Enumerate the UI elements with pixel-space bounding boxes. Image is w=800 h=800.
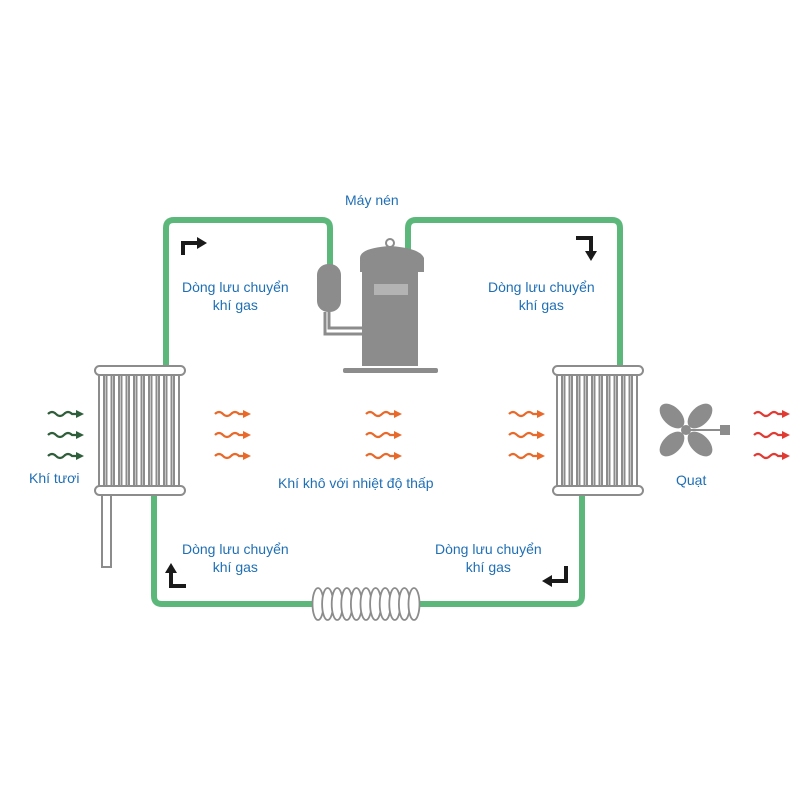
dry-air-label: Khí khô với nhiệt độ thấp [278, 475, 434, 491]
flow-arrow-top-left-icon [181, 237, 207, 255]
coil-tube [158, 374, 165, 487]
flow-arrow-bottom-right-icon [542, 566, 568, 587]
flow-label-line1: Dòng lưu chuyển [182, 541, 289, 557]
fresh-air-arrow-icon [47, 452, 84, 460]
flow-label-line2: khí gas [518, 297, 564, 313]
dry-air-arrow-icon [365, 431, 402, 439]
flow-label-bottom-right: Dòng lưu chuyển khí gas [435, 540, 542, 576]
fan-label: Quạt [676, 472, 707, 488]
coil-tube [623, 374, 631, 487]
coil-tube [556, 374, 563, 487]
flow-label-line1: Dòng lưu chuyển [182, 279, 289, 295]
coil-tube [120, 374, 128, 487]
coil-tube [105, 374, 113, 487]
coil-tube [601, 374, 608, 487]
coil-tube [571, 374, 578, 487]
coil-tube [593, 374, 601, 487]
fresh-air-arrow-icon [47, 410, 84, 418]
dry-air-arrow-icon [365, 410, 402, 418]
condenser-coil-icon [552, 365, 644, 496]
evaporator-coil-icon [94, 365, 186, 568]
coil-tube [135, 374, 143, 487]
flow-label-line2: khí gas [212, 297, 258, 313]
coil-tube [578, 374, 586, 487]
dry-air-arrow-icon [365, 452, 402, 460]
pipe-top-right [405, 217, 623, 368]
flow-label-bottom-left: Dòng lưu chuyển khí gas [182, 540, 289, 576]
coil-tube [113, 374, 120, 487]
flow-arrow-bottom-left-icon [165, 563, 186, 588]
dry-air-arrow-icon [214, 452, 251, 460]
flow-label-top-right: Dòng lưu chuyển khí gas [488, 278, 595, 314]
dry-air-arrow-icon [508, 452, 545, 460]
exhaust-air-arrow-icon [753, 410, 790, 418]
flow-arrow-top-right-icon [576, 236, 597, 261]
coil-tube [563, 374, 571, 487]
flow-label-line2: khí gas [212, 559, 258, 575]
fan-icon [659, 403, 730, 457]
flow-label-line1: Dòng lưu chuyển [435, 541, 542, 557]
coil-tube [128, 374, 135, 487]
exhaust-air-arrow-icon [753, 431, 790, 439]
coil-tube [165, 374, 173, 487]
coil-tube [98, 374, 105, 487]
compressor-label: Máy nén [345, 192, 399, 208]
dry-air-arrow-icon [508, 410, 545, 418]
coil-tube [608, 374, 616, 487]
coil-tube [150, 374, 158, 487]
dry-air-arrow-icon [508, 431, 545, 439]
coil-loop [407, 587, 421, 621]
coil-tube [143, 374, 150, 487]
coil-tube [173, 374, 180, 487]
fresh-air-label: Khí tươi [29, 470, 80, 486]
flow-label-line2: khí gas [465, 559, 511, 575]
dry-air-arrow-icon [214, 410, 251, 418]
flow-label-line1: Dòng lưu chuyển [488, 279, 595, 295]
fresh-air-arrow-icon [47, 431, 84, 439]
coil-tube [631, 374, 638, 487]
flow-label-top-left: Dòng lưu chuyển khí gas [182, 278, 289, 314]
coil-tube [586, 374, 593, 487]
dry-air-arrow-icon [214, 431, 251, 439]
exhaust-air-arrow-icon [753, 452, 790, 460]
compressor-icon [317, 238, 438, 373]
expansion-coil-icon [311, 587, 421, 621]
coil-tube [616, 374, 623, 487]
pipe-top-left [163, 217, 333, 368]
